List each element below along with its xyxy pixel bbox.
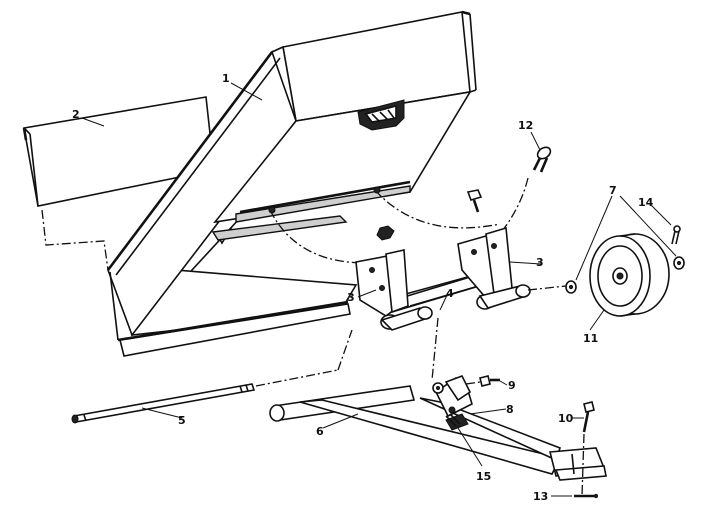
- callout-wheel-washer: 7: [609, 184, 617, 197]
- latch-bolt-phantom: [465, 381, 481, 385]
- top-bolt: [466, 189, 483, 213]
- hitch-bolt-phantom: [581, 433, 585, 497]
- callout-bracket-bolt: 12: [518, 119, 533, 132]
- callout-latch-spring: 15: [476, 470, 491, 483]
- callout-dump-box: 1: [222, 72, 230, 85]
- callout-axle-bracket-right: 3: [536, 256, 544, 269]
- callout-pivot-rod: 5: [178, 414, 186, 427]
- wheel-washer-right-hole: [676, 260, 682, 266]
- callout-latch-bolt: 9: [508, 379, 516, 392]
- callout-hitch-pin: 13: [533, 490, 548, 503]
- callout-axle-bracket-left: 3: [347, 291, 355, 304]
- callout-axle: 4: [446, 287, 454, 300]
- callout-latch: 8: [506, 403, 514, 416]
- bracket-bolt: [532, 146, 552, 173]
- callout-tongue: 6: [316, 425, 324, 438]
- callout-cotter-pin: 14: [638, 196, 654, 209]
- latch-washer: [432, 382, 444, 394]
- callout-end-gate: 2: [72, 108, 80, 121]
- latch-bolt: [479, 375, 500, 387]
- dump-box: [106, 10, 477, 357]
- hitch-bolt: [582, 401, 595, 433]
- leader-lines: [81, 82, 677, 497]
- pivot-rod: [71, 329, 353, 424]
- hitch-pin: [574, 493, 599, 499]
- axle-to-latch-phantom: [431, 317, 439, 381]
- axle-assembly: [355, 226, 567, 331]
- gate-phantom-line: [41, 209, 109, 271]
- tongue: [269, 385, 607, 481]
- latch: [434, 374, 473, 431]
- callout-wheel: 11: [583, 332, 598, 345]
- callout-hitch-bolt: 10: [558, 412, 574, 425]
- wheel: [589, 233, 670, 317]
- cotter-pin: [671, 225, 681, 245]
- bracket-nut: [376, 225, 395, 241]
- wheel-washer-left-hole: [568, 284, 574, 290]
